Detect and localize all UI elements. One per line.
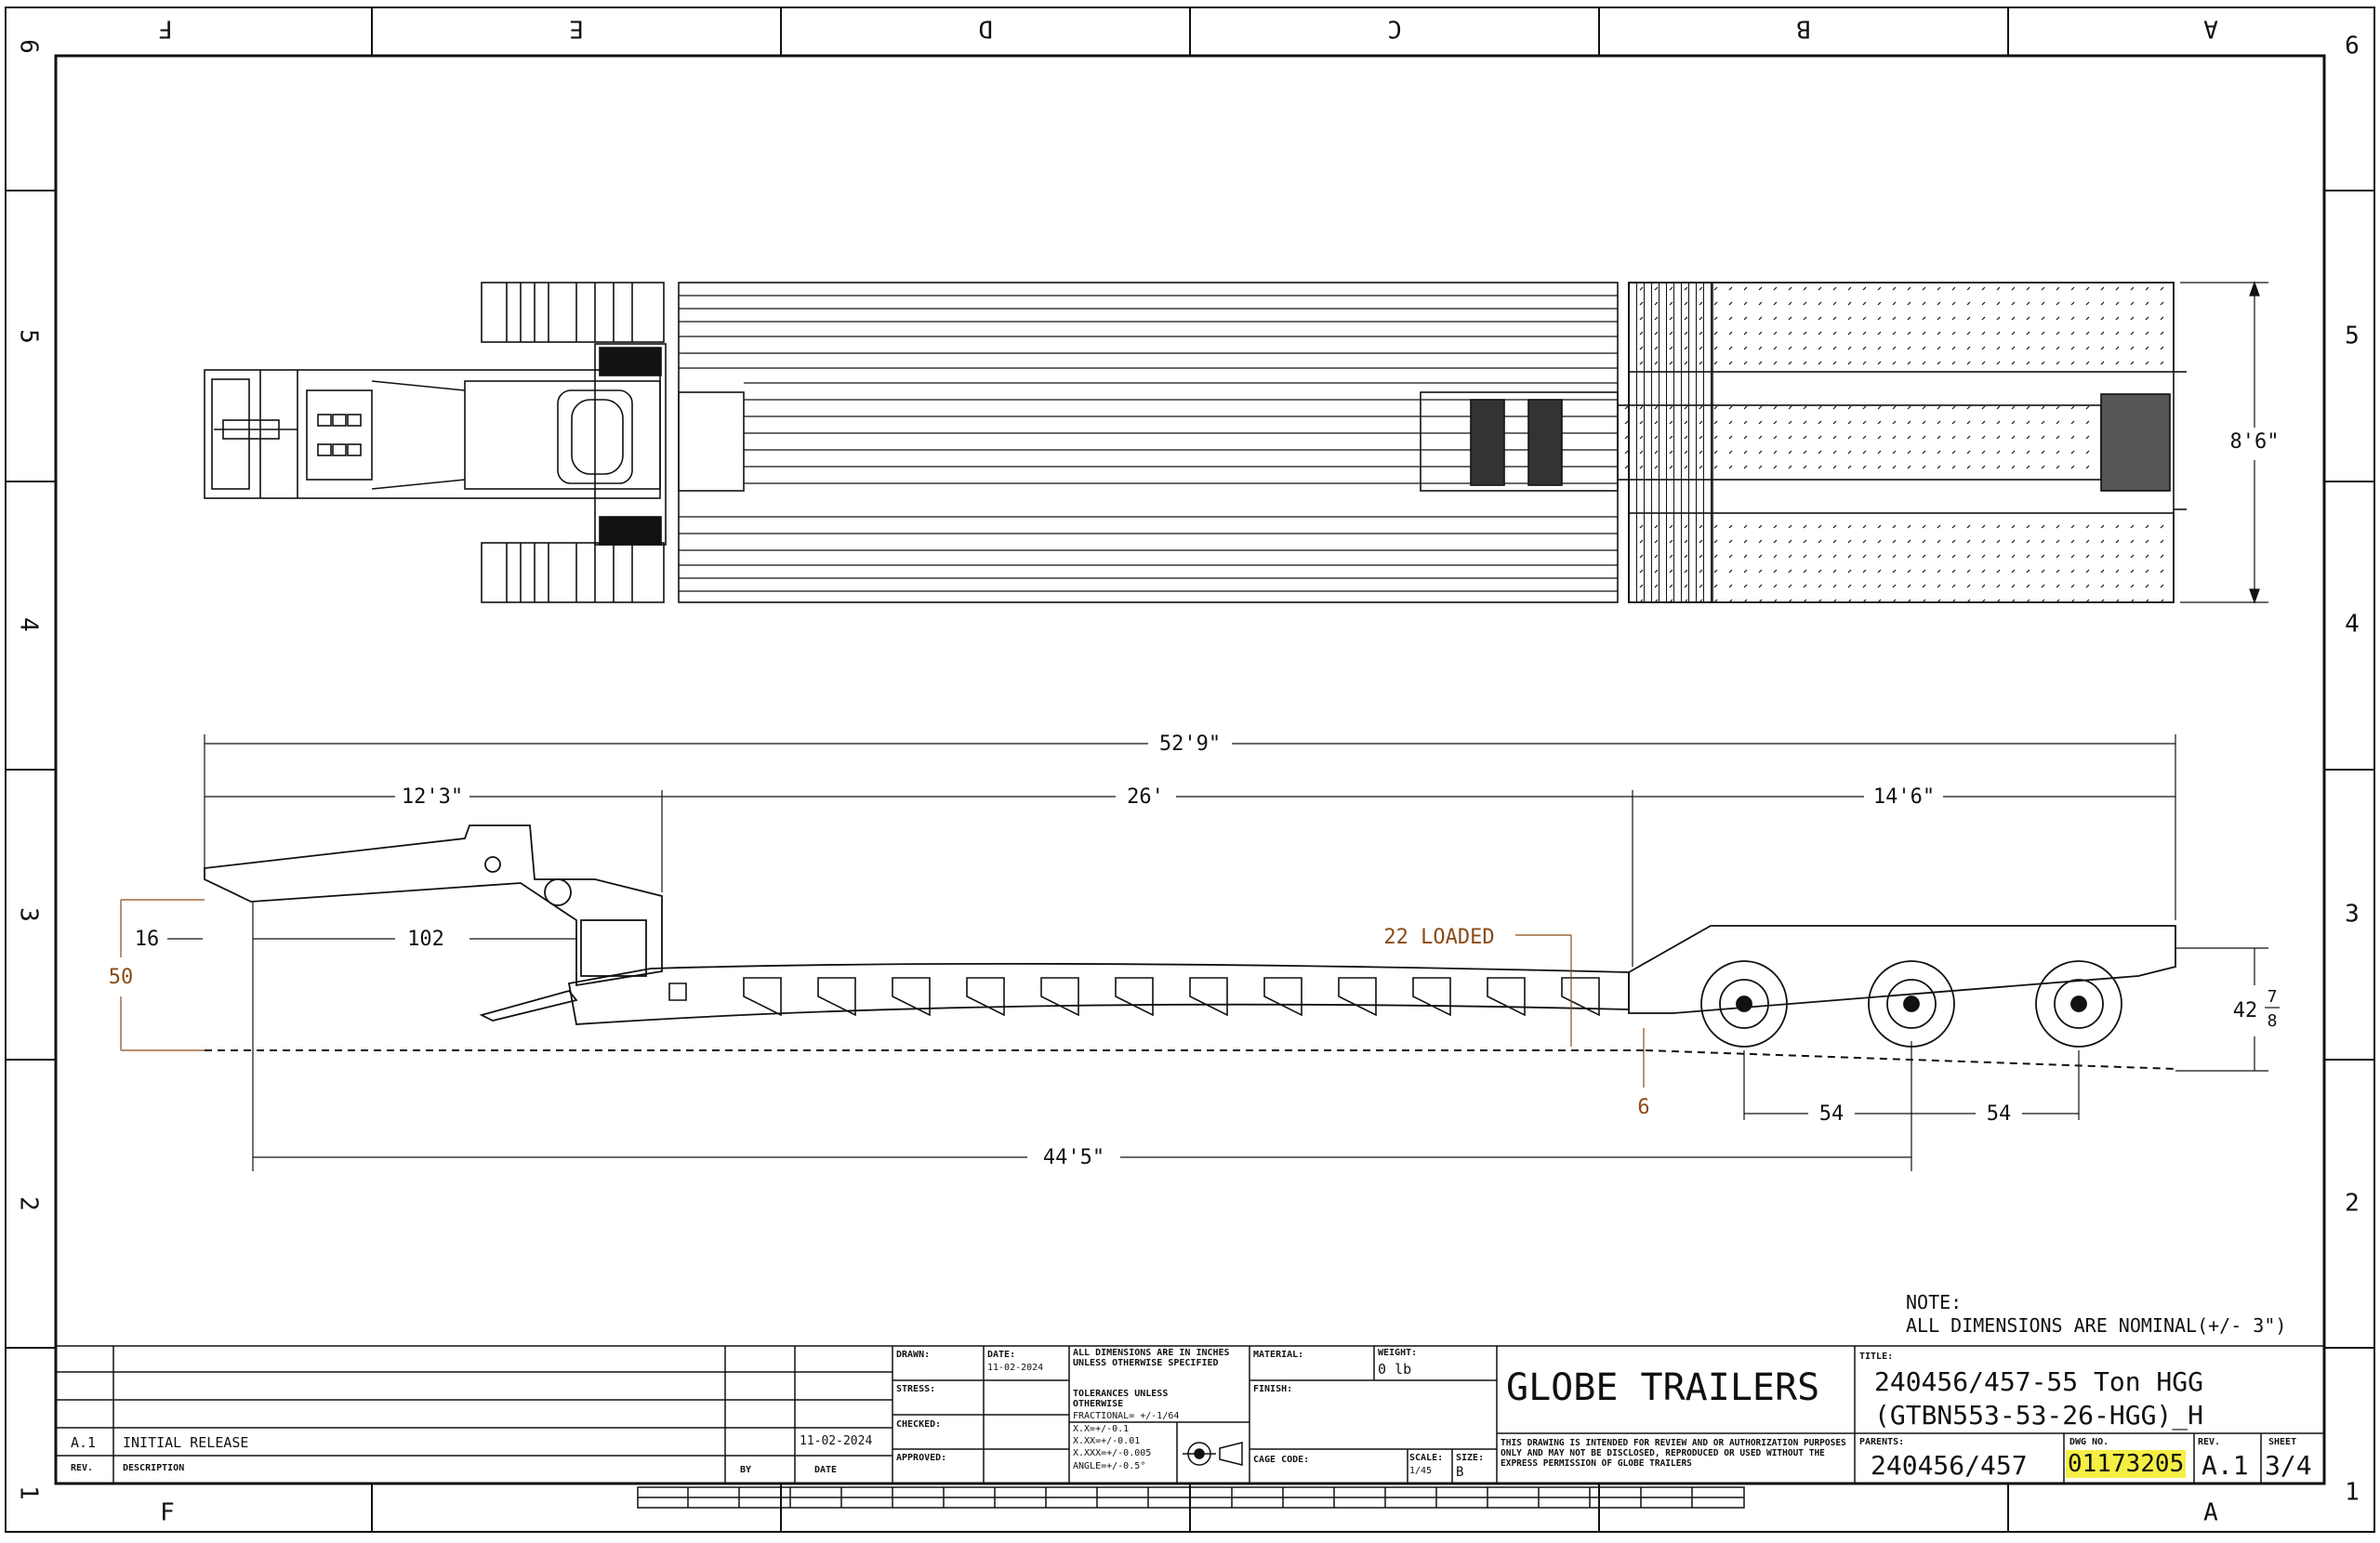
- scale-value: 1/45: [1409, 1466, 1433, 1476]
- zone-row-5-left: 5: [15, 329, 43, 344]
- sheet-value: 3/4: [2265, 1450, 2312, 1481]
- title-line-1: 240456/457-55 Ton HGG: [1874, 1366, 2204, 1397]
- tolerance-angle: ANGLE=+/-0.5°: [1073, 1461, 1146, 1471]
- dim-54-b: 54: [1987, 1102, 2012, 1126]
- zone-col-f-top: F: [158, 15, 173, 43]
- zone-col-d-top: D: [978, 15, 993, 43]
- rev-label: REV.: [2198, 1437, 2221, 1447]
- cage-code-label: CAGE CODE:: [1253, 1455, 1310, 1465]
- rev-row-rev: A.1: [71, 1434, 97, 1451]
- top-view: [204, 282, 2187, 603]
- dim-12-3: 12'3": [402, 785, 463, 809]
- tolerances-title: TOLERANCES UNLESS OTHERWISE SPECIFIED:: [1073, 1389, 1169, 1409]
- zone-row-6-left: 6: [15, 39, 43, 54]
- zone-col-a-top: A: [2203, 15, 2218, 43]
- checked-label: CHECKED:: [896, 1419, 942, 1430]
- tolerance-fractional: FRACTIONAL= +/-1/64: [1073, 1411, 1180, 1421]
- dims-note: ALL DIMENSIONS ARE IN INCHES UNLESS OTHE…: [1073, 1348, 1230, 1368]
- dwg-no-value: 01173205: [2066, 1450, 2187, 1478]
- zone-row-2-left: 2: [15, 1196, 43, 1211]
- dim-line-width: [2180, 281, 2268, 604]
- size-value: B: [1456, 1465, 1464, 1480]
- drawn-label: DRAWN:: [896, 1350, 931, 1360]
- dim-42-num: 7: [2268, 987, 2278, 1007]
- tolerance-x-xx: X.XX=+/-0.01: [1073, 1436, 1141, 1446]
- dim-44-5: 44'5": [1043, 1146, 1104, 1169]
- company-name: GLOBE TRAILERS: [1506, 1366, 1820, 1409]
- finish-label: FINISH:: [1253, 1384, 1293, 1394]
- title-label: TITLE:: [1859, 1352, 1894, 1362]
- approved-label: APPROVED:: [896, 1453, 947, 1463]
- dim-16: 16: [135, 928, 160, 951]
- dim-52-9: 52'9": [1159, 732, 1221, 756]
- zone-row-3-left: 3: [15, 907, 43, 922]
- parents-value: 240456/457: [1871, 1450, 2028, 1481]
- zone-row-1-right: 1: [2345, 1479, 2360, 1507]
- zone-col-a-bottom: A: [2203, 1499, 2218, 1527]
- side-dim-lines-brown: [120, 899, 1645, 1088]
- rev-header: REV.: [71, 1463, 94, 1473]
- zone-col-c-top: C: [1387, 15, 1402, 43]
- parents-label: PARENTS:: [1859, 1437, 1905, 1447]
- dim-22-loaded: 22 LOADED: [1383, 926, 1494, 949]
- stress-label: STRESS:: [896, 1384, 936, 1394]
- rev-row-date: 11-02-2024: [800, 1434, 873, 1448]
- dim-8-6: 8'6": [2230, 430, 2280, 454]
- tolerance-x-xxx: X.XXX=+/-0.005: [1073, 1448, 1152, 1458]
- side-dim-lines: [167, 734, 2268, 1171]
- size-label: SIZE:: [1456, 1453, 1485, 1463]
- zone-row-4-left: 4: [15, 617, 43, 632]
- sheet-label: SHEET: [2268, 1437, 2297, 1447]
- rev-value: A.1: [2202, 1450, 2249, 1481]
- weight-value: 0 lb: [1378, 1361, 1412, 1378]
- title-line-2: (GTBN553-53-26-HGG)_H: [1874, 1400, 2204, 1431]
- zone-row-1-left: 1: [15, 1485, 43, 1500]
- dim-42-whole: 42: [2233, 999, 2258, 1022]
- side-view: [204, 824, 2176, 1048]
- zone-col-e-top: E: [569, 15, 584, 43]
- description-header: DESCRIPTION: [123, 1463, 185, 1473]
- scale-bar: [637, 1486, 1745, 1509]
- drawn-date: 11-02-2024: [987, 1363, 1044, 1373]
- dwg-no-label: DWG NO.: [2069, 1437, 2109, 1447]
- zone-row-5-right: 5: [2345, 323, 2360, 350]
- zone-row-6-right: 6: [2345, 33, 2360, 60]
- dim-42-den: 8: [2268, 1011, 2278, 1031]
- scale-label: SCALE:: [1409, 1453, 1444, 1463]
- material-label: MATERIAL:: [1253, 1350, 1304, 1360]
- dim-26: 26': [1127, 785, 1164, 809]
- zone-row-2-right: 2: [2345, 1190, 2360, 1218]
- dim-6: 6: [1637, 1096, 1649, 1119]
- zone-col-f-bottom: F: [160, 1499, 175, 1527]
- dim-14-6: 14'6": [1873, 785, 1935, 809]
- by-header: BY: [740, 1465, 752, 1475]
- zone-row-4-right: 4: [2345, 611, 2360, 639]
- ground-line-rear: [1645, 1049, 2176, 1070]
- dim-54-a: 54: [1819, 1102, 1844, 1126]
- projection-symbol: [1183, 1442, 1243, 1466]
- inner-border: [54, 54, 2326, 1485]
- note-title: NOTE:: [1906, 1291, 1962, 1313]
- weight-label: WEIGHT:: [1378, 1348, 1418, 1358]
- zone-ticks: [6, 7, 2374, 1532]
- title-block-grid: [55, 1345, 2325, 1484]
- zone-col-b-top: B: [1796, 15, 1811, 43]
- disclaimer-text: THIS DRAWING IS INTENDED FOR REVIEW AND …: [1501, 1438, 1846, 1469]
- date-header: DATE: [814, 1465, 838, 1475]
- date-label: DATE:: [987, 1350, 1016, 1360]
- dim-50: 50: [109, 966, 134, 989]
- tolerance-x-x: X.X=+/-0.1: [1073, 1424, 1130, 1434]
- dim-102: 102: [407, 928, 444, 951]
- rev-row-description: INITIAL RELEASE: [123, 1434, 249, 1451]
- outer-border: [5, 7, 2375, 1533]
- note-text: ALL DIMENSIONS ARE NOMINAL(+/- 3"): [1906, 1314, 2286, 1337]
- zone-row-3-right: 3: [2345, 901, 2360, 929]
